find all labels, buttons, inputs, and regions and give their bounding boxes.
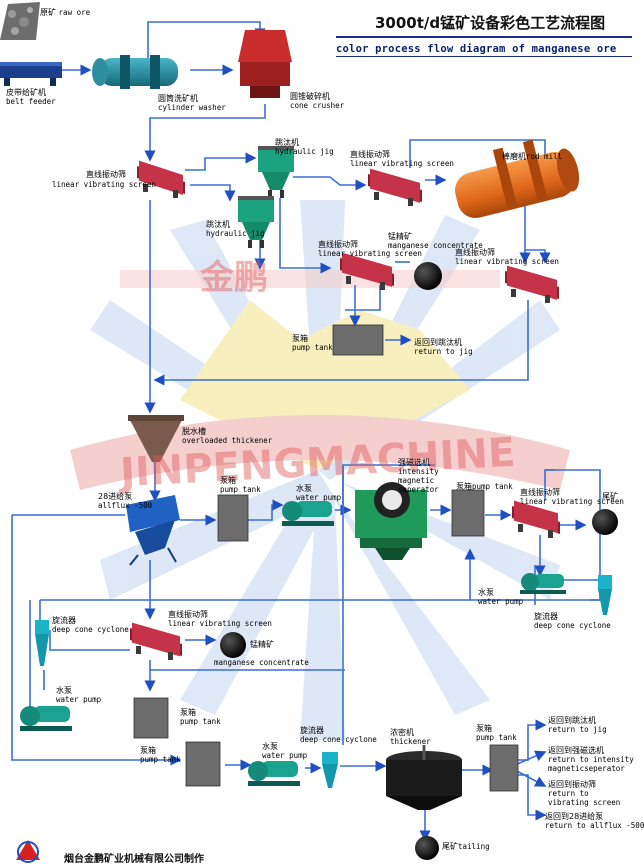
allflux-feeder-shape [126,495,180,566]
label-rod-mill: 棒磨机rod mill [502,152,563,161]
page-subtitle: color process flow diagram of manganese … [336,43,617,55]
rod-mill-shape [455,139,580,219]
label-mn-conc-2-en: manganese concentrate [214,658,309,667]
dewatering-tank-shape [128,415,184,462]
label-screen-1: 直线振动筛 [86,170,126,179]
raw-ore-pile [0,2,40,40]
watermark-cn: 金鹏 [200,258,268,298]
jig-shapes [238,146,294,248]
label-tail-2: 尾矿tailing [442,842,490,851]
title-rule [336,36,632,38]
screen-shapes [130,160,560,660]
footer-company: 烟台金鹏矿业机械有限公司制作 [64,854,204,865]
label-tail-1: 尾矿 [602,492,618,501]
label-screen-1-en: linear vibrating screen [52,180,156,189]
cyclone-shapes [35,575,612,788]
label-pump-tank-3: 泵箱pump tank [456,482,513,491]
magnetic-separator-shape [355,482,427,560]
cylinder-washer-shape [92,55,178,89]
subtitle-rule [336,56,632,57]
cone-crusher-shape [238,30,292,98]
belt-feeder-shape [0,62,62,86]
company-logo [16,840,40,863]
label-raw-ore: 原矿 raw ore [40,8,91,17]
label-mn-conc-2: 锰精矿 [250,640,274,649]
page-title: 3000t/d锰矿设备彩色工艺流程图 [375,14,606,32]
flow-lines [9,20,601,842]
product-balls [220,262,618,860]
thickener-shape [386,745,462,810]
pump-tank-shapes [133,324,519,792]
water-pump-shapes [20,501,566,786]
